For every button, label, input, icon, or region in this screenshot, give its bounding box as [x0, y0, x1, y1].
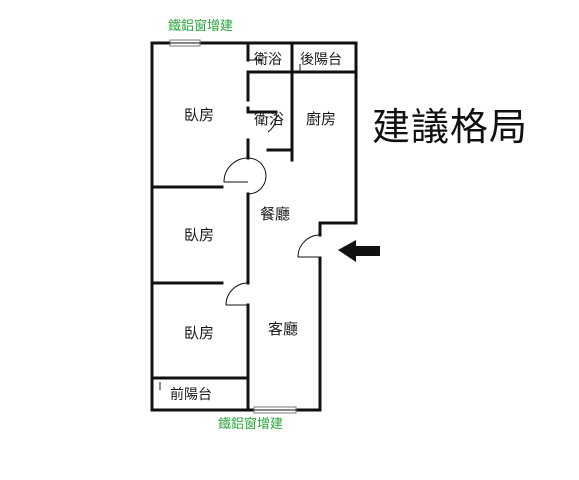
room-label-bedroom-1: 臥房 [184, 106, 214, 124]
plan-heading: 建議格局 [372, 105, 529, 149]
room-label-kitchen: 廚房 [306, 110, 336, 128]
top-window [169, 39, 201, 47]
room-label-bath-small: 衛浴 [254, 52, 282, 68]
room-label-bath: 衛浴 [254, 110, 284, 128]
room-label-living: 客廳 [268, 320, 298, 338]
room-label-rear-balcony: 後陽台 [300, 52, 342, 68]
bottom-window [253, 406, 297, 414]
interior-walls [150, 41, 358, 412]
entrance-arrow-icon [338, 240, 380, 262]
note-bottom-window: 鐵鋁窗增建 [218, 416, 283, 432]
room-label-bedroom-3: 臥房 [184, 324, 214, 342]
room-label-bedroom-2: 臥房 [184, 226, 214, 244]
outer-walls [150, 41, 358, 412]
room-label-front-balcony: 前陽台 [170, 386, 212, 403]
doors [159, 59, 321, 390]
note-top-window: 鐵鋁窗增建 [168, 18, 233, 34]
room-label-dining: 餐廳 [260, 205, 290, 223]
